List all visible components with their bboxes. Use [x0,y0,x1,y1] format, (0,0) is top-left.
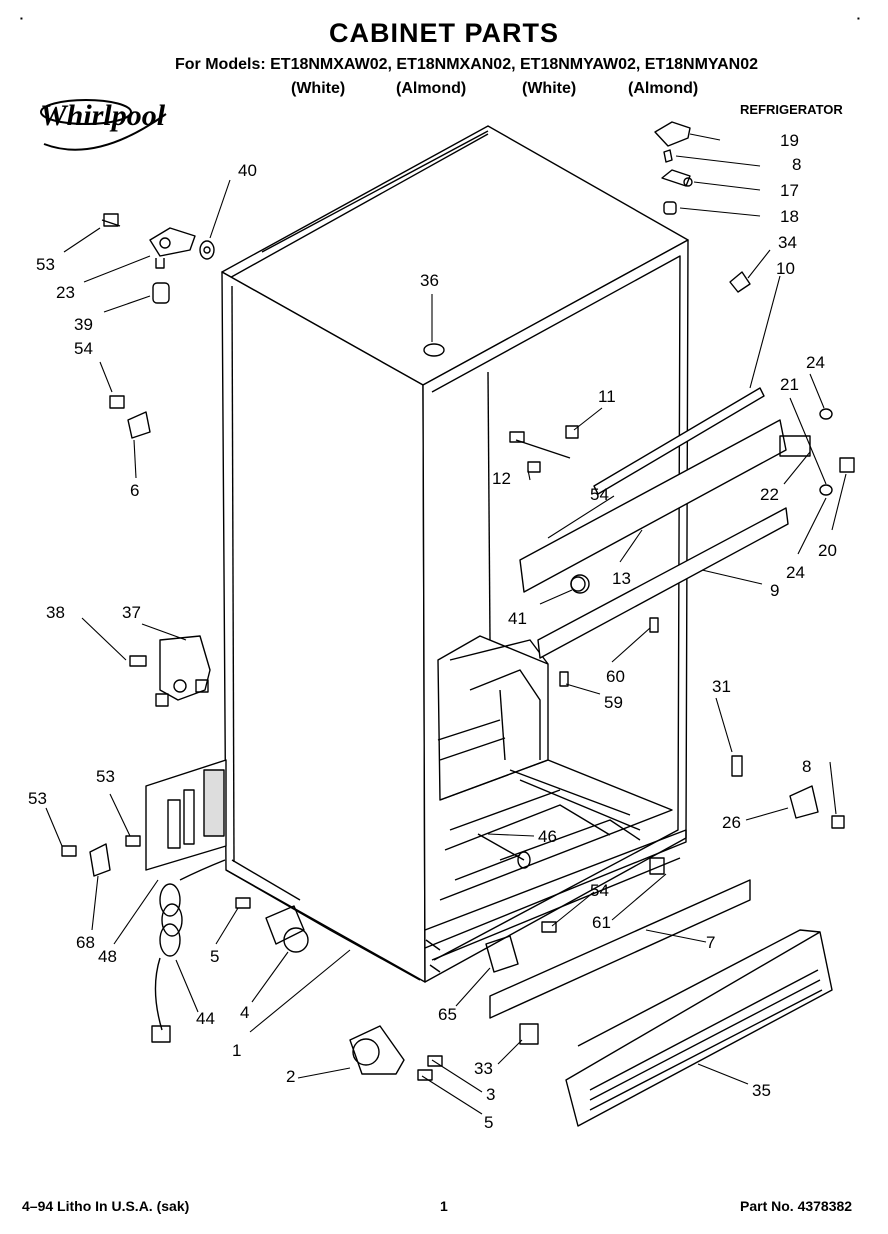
callout-61: 61 [592,913,611,932]
callout-46: 46 [538,827,557,846]
callout-11: 11 [598,387,616,406]
color-4: (Almond) [628,80,699,97]
callout-17: 17 [780,181,799,200]
cabinet [221,125,689,983]
model-1: ET18NMXAW02, [270,56,392,73]
callout-20: 20 [818,541,837,560]
callout-3: 3 [486,1085,495,1104]
model-3: ET18NMYAW02, [520,56,641,73]
callout-6: 6 [130,481,139,500]
lower-hinge-bracket [129,635,211,707]
callout-12: 12 [492,469,511,488]
callout-7: 7 [706,933,715,952]
callout-31: 31 [712,677,731,696]
page-title: CABINET PARTS [328,18,559,48]
color-3: (White) [522,80,577,97]
callout-44: 44 [196,1009,215,1028]
footer-part-number: Part No. 4378382 [740,1198,853,1214]
brand-logo: Whirlpool [40,99,166,132]
callout-2: 2 [286,1067,295,1086]
upper-left-hinge [101,213,215,304]
callout-35: 35 [752,1081,771,1100]
callout-60: 60 [606,667,625,686]
callout-40: 40 [238,161,257,180]
callout-41: 41 [508,609,527,628]
callout-34: 34 [778,233,797,252]
corner-mark-top-right: ▪ [857,14,860,23]
callout-53: 53 [36,255,55,274]
callout-38: 38 [46,603,65,622]
brand-logo-swoosh [40,99,167,151]
callout-53: 53 [96,767,115,786]
callout-48: 48 [98,947,117,966]
callout-24: 24 [786,563,805,582]
color-2: (Almond) [396,80,467,97]
callout-26: 26 [722,813,741,832]
callout-18: 18 [780,207,799,226]
color-1: (White) [291,80,346,97]
callout-21: 21 [780,375,799,394]
models-prefix: For Models: [175,56,266,73]
corner-mark-top-left: ▪ [20,14,23,23]
callout-1: 1 [232,1041,241,1060]
callout-33: 33 [474,1059,493,1078]
callout-5: 5 [484,1113,493,1132]
callout-54: 54 [590,881,609,900]
callout-37: 37 [122,603,141,622]
access-panel [145,759,227,871]
callout-65: 65 [438,1005,457,1024]
power-cord [151,859,226,1043]
model-2: ET18NMXAN02, [396,56,516,73]
callout-13: 13 [612,569,631,588]
callout-5: 5 [210,947,219,966]
callout-4: 4 [240,1003,249,1022]
hinge-cover [654,121,693,215]
callout-9: 9 [770,581,779,600]
footer-litho: 4–94 Litho In U.S.A. (sak) [22,1198,190,1214]
callout-19: 19 [780,131,799,150]
callout-39: 39 [74,315,93,334]
appliance-type: REFRIGERATOR [740,102,843,117]
callout-68: 68 [76,933,95,952]
model-list: For Models: ET18NMXAW02, ET18NMXAN02, ET… [175,56,758,74]
callout-8: 8 [792,155,801,174]
callout-59: 59 [604,693,623,712]
callout-36: 36 [420,271,439,290]
callout-10: 10 [776,259,795,278]
footer-page-number: 1 [440,1198,448,1214]
callout-54: 54 [74,339,93,358]
callout-54: 54 [590,485,609,504]
callout-24: 24 [806,353,825,372]
callout-53: 53 [28,789,47,808]
model-4: ET18NMYAN02 [644,56,759,73]
callout-8: 8 [802,757,811,776]
callout-22: 22 [760,485,779,504]
callout-23: 23 [56,283,75,302]
base-grille [565,929,833,1127]
